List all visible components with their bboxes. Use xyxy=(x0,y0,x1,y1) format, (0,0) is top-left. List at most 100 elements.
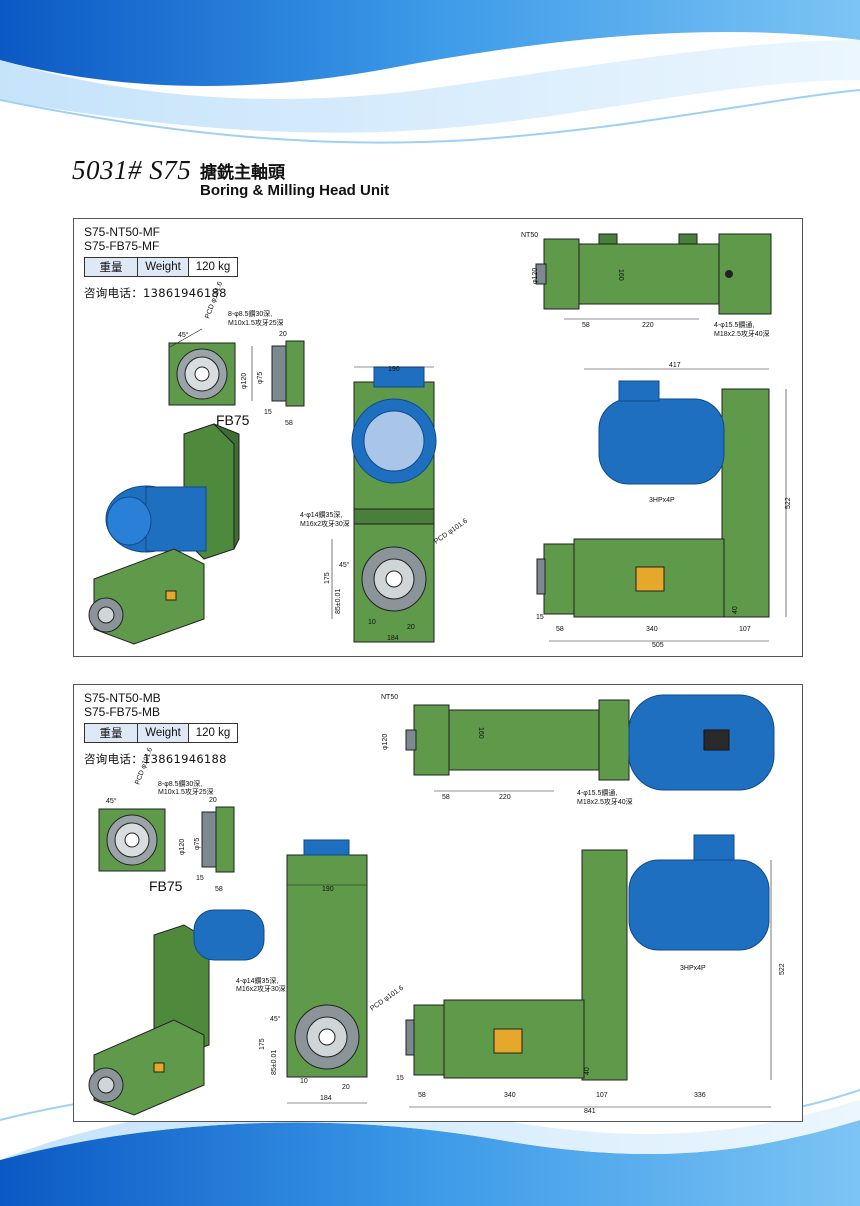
dim-15-flange: 15 xyxy=(196,875,204,882)
weight-value: 120 kg xyxy=(188,257,238,277)
note-front-thread: M16x2攻牙30深 xyxy=(236,984,286,993)
technical-drawing-mf: 45° PCD φ101.6 8-φ8.5鑽30深, M10x1.5攻牙25深 … xyxy=(88,232,792,649)
dim-40: 40 xyxy=(584,1067,591,1075)
dim-d75-flange: φ75 xyxy=(257,372,264,384)
dim-20-flange: 20 xyxy=(209,797,217,804)
dim-220-top: 220 xyxy=(642,322,654,329)
dim-40: 40 xyxy=(732,606,739,614)
flange-label: FB75 xyxy=(149,878,183,894)
spec-panel-mb: S75-NT50-MB S75-FB75-MB 重量 Weight 120 kg… xyxy=(73,684,803,1122)
model-code-nt50: S75-NT50-MB xyxy=(84,691,161,705)
dim-45-front: 45° xyxy=(270,1015,281,1023)
dim-d120-flange: φ120 xyxy=(179,839,186,855)
note-nt50: NT50 xyxy=(381,694,398,701)
isometric-view xyxy=(88,423,240,645)
flange-side-view: φ120 φ75 20 15 58 xyxy=(179,797,235,893)
weight-table: 重量 Weight 120 kg xyxy=(84,723,238,743)
dim-58-side: 58 xyxy=(418,1092,426,1099)
dim-45: 45° xyxy=(106,797,117,805)
dim-58-top: 58 xyxy=(582,322,590,329)
model-code-fb75: S75-FB75-MF xyxy=(84,239,160,253)
dim-522: 522 xyxy=(785,497,792,509)
model-codes: S75-NT50-MF S75-FB75-MF xyxy=(84,225,160,253)
dim-15-flange: 15 xyxy=(264,409,272,416)
dim-160-top: 160 xyxy=(617,269,624,281)
dim-20-front: 20 xyxy=(407,624,415,631)
side-elevation: 3HPx4P 522 15 58 340 107 336 40 841 xyxy=(396,834,786,1115)
dim-190-front: 190 xyxy=(388,366,400,373)
note-front-holes: 4-φ14鑽35深, xyxy=(236,976,278,985)
model-code-fb75: S75-FB75-MB xyxy=(84,705,161,719)
dim-20-flange: 20 xyxy=(279,331,287,338)
note-side-thread: M18x2.5攻牙40深 xyxy=(577,797,633,806)
dim-d120-flange: φ120 xyxy=(241,373,248,389)
dim-45-front: 45° xyxy=(339,561,350,569)
dim-336: 336 xyxy=(694,1092,706,1099)
model-codes: S75-NT50-MB S75-FB75-MB xyxy=(84,691,161,719)
weight-table: 重量 Weight 120 kg xyxy=(84,257,238,277)
front-view: 190 4-φ14鑽35深, M16x2攻牙30深 PCD φ101.6 45°… xyxy=(236,839,405,1104)
technical-drawing-mb: 45° PCD φ101.6 8-φ8.5鑽30深, M10x1.5攻牙25深 … xyxy=(88,694,786,1116)
weight-value: 120 kg xyxy=(188,723,238,743)
note-nt50: NT50 xyxy=(521,232,538,239)
dim-d120-top: φ120 xyxy=(382,734,389,750)
dim-190-front: 190 xyxy=(322,886,334,893)
dim-d120-top: φ120 xyxy=(532,268,539,284)
weight-label-en: Weight xyxy=(137,257,189,277)
flange-label: FB75 xyxy=(216,412,250,428)
dim-220-top: 220 xyxy=(499,794,511,801)
note-side-thread: M18x2.5攻牙40深 xyxy=(714,329,770,338)
dim-340: 340 xyxy=(646,626,658,633)
dim-175-front: 175 xyxy=(259,1038,266,1050)
note-side-holes: 4-φ15.5鑽通, xyxy=(577,788,617,797)
note-side-holes: 4-φ15.5鑽通, xyxy=(714,320,754,329)
front-view: 190 4-φ14鑽35深, M16x2攻牙30深 PCD φ101.6 45°… xyxy=(300,366,469,643)
dim-417: 417 xyxy=(669,362,681,369)
dim-10-front: 10 xyxy=(368,619,376,626)
note-front-holes: 4-φ14鑽35深, xyxy=(300,510,342,519)
note-pcd-front: PCD φ101.6 xyxy=(433,518,469,546)
dim-10-front: 10 xyxy=(300,1078,308,1085)
weight-label-cn: 重量 xyxy=(84,257,138,277)
dim-45: 45° xyxy=(178,331,189,339)
dim-175-front: 175 xyxy=(324,572,331,584)
flange-front-view: 45° PCD φ101.6 8-φ8.5鑽30深, M10x1.5攻牙25深 xyxy=(168,281,284,406)
note-bolt-thread: M10x1.5攻牙25深 xyxy=(158,787,214,796)
dim-107: 107 xyxy=(739,626,751,633)
note-pcd-front: PCD φ101.6 xyxy=(369,985,405,1013)
dim-15-side: 15 xyxy=(396,1075,404,1082)
title-chinese: 搪銑主軸頭 xyxy=(200,163,285,183)
note-pcd-small: PCD φ101.6 xyxy=(134,747,154,786)
note-motor-mf: 3HPx4P xyxy=(649,497,675,504)
flange-side-view: φ120 φ75 20 15 58 xyxy=(241,331,305,427)
side-elevation: 417 3HPx4P 522 15 58 340 107 40 505 xyxy=(536,362,792,649)
note-bolt-thread: M10x1.5攻牙25深 xyxy=(228,318,284,327)
dim-505: 505 xyxy=(652,642,664,649)
note-front-thread: M16x2攻牙30深 xyxy=(300,519,350,528)
dim-340: 340 xyxy=(504,1092,516,1099)
top-view: NT50 φ120 160 58 220 4-φ15.5鑽通, M18x2.5攻… xyxy=(521,232,772,338)
dim-85-front: 85±0.01 xyxy=(335,589,342,614)
dim-58-flange: 58 xyxy=(285,420,293,427)
dim-58-flange: 58 xyxy=(215,886,223,893)
note-bolt-holes: 8-φ8.5鑽30深, xyxy=(228,309,272,318)
dim-20-front: 20 xyxy=(342,1084,350,1091)
dim-522: 522 xyxy=(779,963,786,975)
dim-184-front: 184 xyxy=(387,635,399,642)
dim-160-top: 160 xyxy=(477,727,484,739)
flange-front-view: 45° PCD φ101.6 8-φ8.5鑽30深, M10x1.5攻牙25深 xyxy=(98,747,214,872)
dim-841: 841 xyxy=(584,1108,596,1115)
isometric-view xyxy=(88,909,265,1116)
dim-58-side: 58 xyxy=(556,626,564,633)
title-english: Boring & Milling Head Unit xyxy=(200,182,390,199)
note-pcd-small: PCD φ101.6 xyxy=(204,281,224,320)
contact-phone: 咨询电话：13861946188 xyxy=(84,286,227,300)
dim-184-front: 184 xyxy=(320,1095,332,1102)
dim-85-front: 85±0.01 xyxy=(271,1050,278,1075)
dim-15-side: 15 xyxy=(536,614,544,621)
top-view: NT50 φ120 160 58 220 4-φ15.5鑽通, M18x2.5攻… xyxy=(381,694,775,806)
dim-107: 107 xyxy=(596,1092,608,1099)
note-motor-mb: 3HPx4P xyxy=(680,965,706,972)
contact-phone: 咨询电话：13861946188 xyxy=(84,752,227,766)
note-bolt-holes: 8-φ8.5鑽30深, xyxy=(158,779,202,788)
